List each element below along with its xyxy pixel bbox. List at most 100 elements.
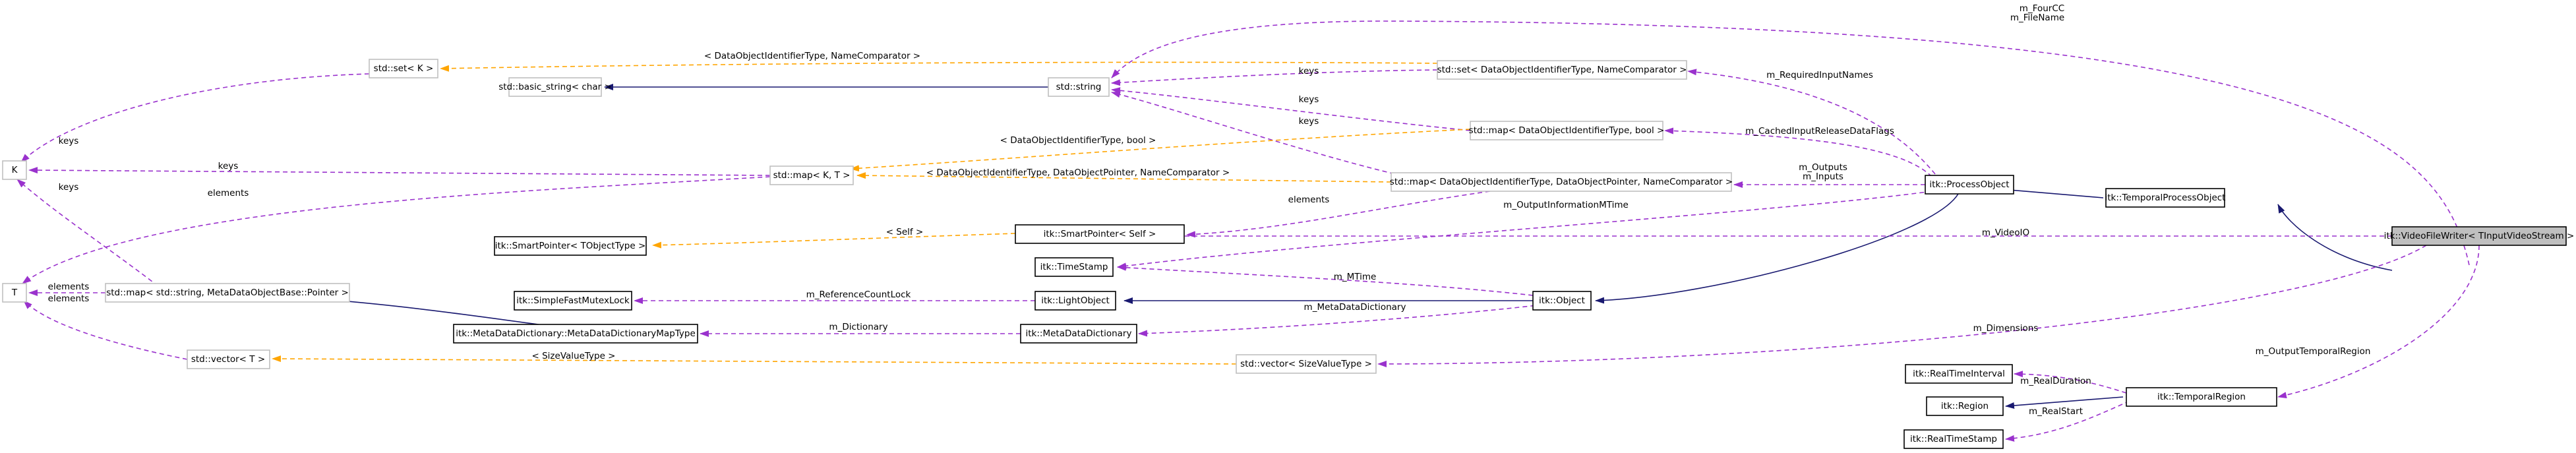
node-meta-data-dictionary[interactable]: itk::MetaDataDictionary (1020, 324, 1137, 344)
node-std-vector-sizevalue[interactable]: std::vector< SizeValueType > (1236, 354, 1377, 374)
edge-label-tmpl-self: < Self > (886, 227, 924, 237)
node-label: itk::MetaDataDictionary::MetaDataDiction… (456, 328, 696, 339)
edge-label-real-duration: m_RealDuration (2020, 376, 2091, 386)
edge-real-duration (2014, 371, 2127, 394)
edge-inherit-region (2005, 396, 2124, 409)
node-real-time-interval[interactable]: itk::RealTimeInterval (1905, 364, 2013, 384)
edge-label-filename: m_FileName (2010, 13, 2064, 23)
edge-output-temporal-region (2277, 245, 2480, 399)
edge-fourcc-filename (1111, 20, 2470, 266)
edge-keys-map-meta (16, 179, 159, 287)
node-label: itk::LightObject (1041, 295, 1110, 306)
node-region[interactable]: itk::Region (1926, 396, 2004, 416)
node-std-string[interactable]: std::string (1048, 77, 1110, 97)
node-meta-data-dictionary-map-type[interactable]: itk::MetaDataDictionary::MetaDataDiction… (453, 324, 698, 344)
edge-label-tmpl-set-dataobject: < DataObjectIdentifierType, NameComparat… (704, 51, 920, 61)
node-label: itk::SmartPointer< TObjectType > (495, 241, 646, 251)
node-std-set-dataobject[interactable]: std::set< DataObjectIdentifierType, Name… (1437, 60, 1687, 80)
node-label: std::map< K, T > (773, 170, 851, 181)
edge-dimensions (1377, 245, 2427, 367)
edge-tmpl-self (652, 233, 1016, 249)
node-label: itk::TemporalRegion (2157, 392, 2246, 402)
edge-label-tmpl-map-bool: < DataObjectIdentifierType, bool > (1000, 135, 1156, 146)
edge-label-videoio: m_VideoIO (1982, 227, 2029, 238)
edge-required-input-names (1687, 69, 1936, 175)
node-real-time-stamp[interactable]: itk::RealTimeStamp (1903, 429, 2004, 449)
node-label: std::vector< SizeValueType > (1240, 359, 1372, 369)
edge-tmpl-map-pointer (856, 172, 1392, 183)
edge-meta-data-dictionary (1138, 304, 1543, 337)
node-label: std::set< DataObjectIdentifierType, Name… (1437, 65, 1687, 75)
node-label: K (12, 165, 18, 175)
node-std-basic-string[interactable]: std::basic_string< char > (498, 77, 612, 97)
edge-label-meta-data-dictionary: m_MetaDataDictionary (1304, 302, 1406, 313)
edge-labels: m_FourCC m_FileName m_VideoIO m_Dimensio… (48, 3, 2371, 417)
edge-label-ref-count-lock: m_ReferenceCountLock (806, 289, 911, 300)
node-label: itk::RealTimeInterval (1913, 369, 2005, 379)
node-label: std::string (1056, 82, 1102, 92)
edge-inherit-object (1595, 193, 1959, 304)
edge-label-real-start: m_RealStart (2029, 406, 2083, 417)
node-label: itk::TimeStamp (1040, 262, 1108, 272)
edge-output-info-mtime (1117, 191, 1932, 270)
edge-elements-vector-t (23, 300, 188, 360)
edge-label-output-temporal-region: m_OutputTemporalRegion (2256, 346, 2371, 357)
node-temporal-region[interactable]: itk::TemporalRegion (2126, 387, 2277, 407)
node-std-map-dataobject-bool[interactable]: std::map< DataObjectIdentifierType, bool… (1469, 121, 1665, 140)
edge-keys-set-k (20, 73, 370, 163)
edge-tmpl-map-bool (850, 129, 1471, 172)
edge-mtime (1117, 264, 1534, 296)
edge-label-required-input-names: m_RequiredInputNames (1766, 70, 1873, 80)
edge-keys-map-bool (1111, 87, 1471, 131)
node-video-file-writer[interactable]: itk::VideoFileWriter< TInputVideoStream … (2384, 226, 2575, 246)
edge-label-elements-map-kt: elements (208, 188, 249, 198)
edge-label-elements-sp: elements (1288, 195, 1330, 205)
node-light-object[interactable]: itk::LightObject (1034, 291, 1116, 311)
node-std-vector-t[interactable]: std::vector< T > (187, 349, 270, 369)
node-k[interactable]: K (2, 160, 27, 180)
node-std-map-kt[interactable]: std::map< K, T > (769, 166, 854, 185)
node-std-map-dataobject-pointer[interactable]: std::map< DataObjectIdentifierType, Data… (1390, 172, 1733, 192)
node-label: std::basic_string< char > (498, 82, 612, 92)
edge-label-inputs: m_Inputs (1803, 171, 1843, 182)
edge-label-elements-map-meta: elements (48, 282, 90, 292)
node-std-map-string-metadata[interactable]: std::map< std::string, MetaDataObjectBas… (105, 283, 350, 303)
node-std-set-k[interactable]: std::set< K > (369, 59, 438, 78)
edge-label-dimensions: m_Dimensions (1973, 323, 2039, 334)
edge-keys-set-dataobj (1111, 69, 1438, 86)
node-simple-fast-mutex-lock[interactable]: itk::SimpleFastMutexLock (514, 291, 632, 311)
node-object[interactable]: itk::Object (1532, 291, 1592, 311)
node-label: itk::MetaDataDictionary (1026, 328, 1132, 339)
edge-keys-map-kt (28, 167, 771, 176)
edge-label-keys-map-kt: keys (218, 161, 239, 171)
node-label: std::vector< T > (191, 354, 265, 365)
node-label: std::map< DataObjectIdentifierType, bool… (1469, 125, 1665, 136)
edge-label-tmpl-sizevalue: < SizeValueType > (532, 351, 616, 361)
node-smart-pointer-self[interactable]: itk::SmartPointer< Self > (1015, 224, 1185, 244)
node-temporal-process-object[interactable]: itk::TemporalProcessObject (2105, 188, 2226, 208)
edge-keys-map-ptr (1111, 91, 1418, 180)
node-t[interactable]: T (2, 283, 27, 303)
edge-elements-map-kt (22, 176, 771, 284)
edge-label-mtime: m_MTime (1334, 272, 1377, 282)
node-smart-pointer-t[interactable]: itk::SmartPointer< TObjectType > (494, 236, 647, 256)
node-label: itk::VideoFileWriter< TInputVideoStream … (2384, 231, 2575, 241)
edge-inherit-temporal-process-object (2277, 204, 2393, 271)
node-label: itk::Region (1941, 401, 1989, 411)
edge-label-elements-vector-t: elements (48, 293, 90, 304)
node-label: itk::SmartPointer< Self > (1044, 229, 1156, 239)
edge-label-output-info-mtime: m_OutputInformationMTime (1503, 200, 1629, 210)
edge-label-fourcc: m_FourCC (2020, 3, 2064, 14)
node-label: std::map< DataObjectIdentifierType, Data… (1390, 177, 1733, 187)
node-label: itk::RealTimeStamp (1910, 434, 1997, 444)
node-label: std::set< K > (374, 63, 434, 74)
node-label: itk::ProcessObject (1929, 179, 2009, 190)
node-label: itk::SimpleFastMutexLock (516, 295, 630, 306)
node-label: itk::TemporalProcessObject (2105, 193, 2226, 203)
node-process-object[interactable]: itk::ProcessObject (1925, 175, 2014, 195)
node-time-stamp[interactable]: itk::TimeStamp (1034, 257, 1114, 277)
edge-label-tmpl-map-pointer: < DataObjectIdentifierType, DataObjectPo… (926, 167, 1230, 178)
edge-cached-input-release (1664, 127, 1932, 177)
edge-real-start (2005, 400, 2130, 442)
